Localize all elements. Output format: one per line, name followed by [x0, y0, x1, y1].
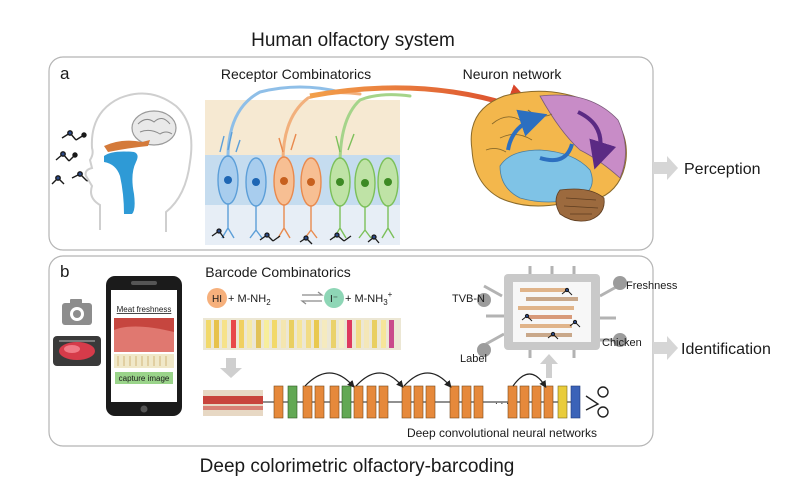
- phone-mockup: [106, 276, 182, 416]
- meat-tray-icon: [53, 336, 101, 366]
- panel-b-letter: b: [60, 262, 69, 281]
- neuron-label: Neuron network: [463, 66, 563, 82]
- neuron-cells: [217, 131, 399, 239]
- down-arrow-icon: [220, 358, 242, 378]
- svg-text:. . .: . . .: [495, 396, 509, 407]
- chip-label-label: Label: [460, 353, 487, 365]
- barcode-strip: [203, 318, 401, 350]
- reaction-left: + M-NH2: [228, 293, 271, 307]
- i-species-label: I⁻: [330, 294, 338, 305]
- panel-a-frame: [48, 56, 654, 251]
- bottom-title: Deep colorimetric olfactory-barcoding: [200, 456, 515, 477]
- perception-arrow-icon: [653, 156, 678, 180]
- hi-species-label: HI: [212, 294, 222, 305]
- capture-button-label: capture image: [119, 374, 170, 383]
- classifier-chip: [477, 266, 627, 358]
- camera-icon: [62, 299, 92, 325]
- receptor-label: Receptor Combinatorics: [221, 66, 371, 82]
- equilibrium-arrow-icon: [300, 291, 324, 305]
- perception-label: Perception: [684, 161, 761, 178]
- barcode-label: Barcode Combinatorics: [205, 264, 351, 280]
- cnn-label: Deep convolutional neural networks: [407, 426, 597, 440]
- capture-button[interactable]: [115, 372, 173, 384]
- panel-a-letter: a: [60, 64, 70, 83]
- hi-species-badge: [207, 288, 227, 308]
- chip-label-freshness: Freshness: [626, 280, 678, 292]
- input-image-crop: [203, 390, 263, 416]
- i-species-badge: [324, 288, 344, 308]
- human-head-icon: [84, 92, 193, 232]
- phone-title: Meat freshness: [117, 305, 172, 314]
- chip-label-chicken: Chicken: [602, 337, 642, 349]
- receptor-molecules-icon: [211, 228, 380, 245]
- reaction-right: + M-NH3+: [345, 290, 393, 307]
- cnn-diagram: . . .: [263, 372, 581, 419]
- identification-label: Identification: [681, 341, 771, 358]
- top-title: Human olfactory system: [251, 30, 455, 51]
- up-arrow-icon: [540, 354, 558, 378]
- chip-label-tvbn: TVB-N: [452, 293, 485, 305]
- identification-arrow-icon: [653, 336, 678, 360]
- brain-icon: [470, 90, 627, 222]
- scissors-icon: [585, 386, 609, 418]
